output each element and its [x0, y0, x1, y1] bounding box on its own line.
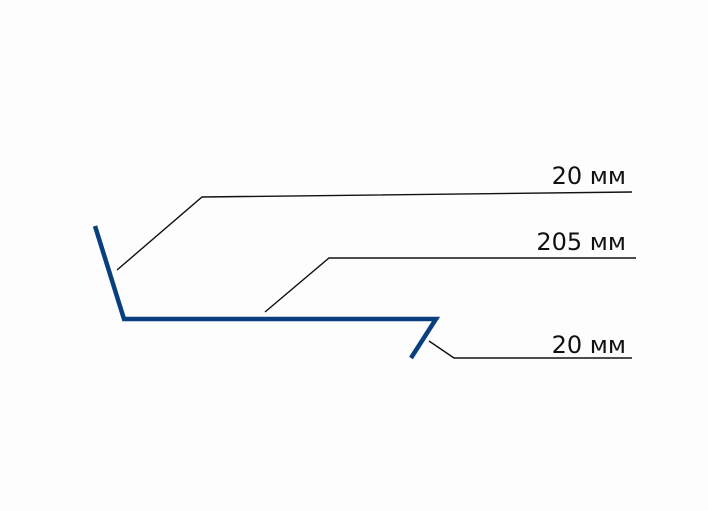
dimension-label-right-flange: 20 мм — [552, 331, 626, 359]
leader-line-right-flange — [428, 340, 632, 359]
dimension-label-base: 205 мм — [536, 228, 626, 256]
leader-line-left-flange — [116, 191, 633, 271]
dimension-label-left-flange: 20 мм — [552, 162, 626, 190]
leader-line-base — [264, 257, 636, 313]
flashing-profile — [92, 225, 441, 360]
